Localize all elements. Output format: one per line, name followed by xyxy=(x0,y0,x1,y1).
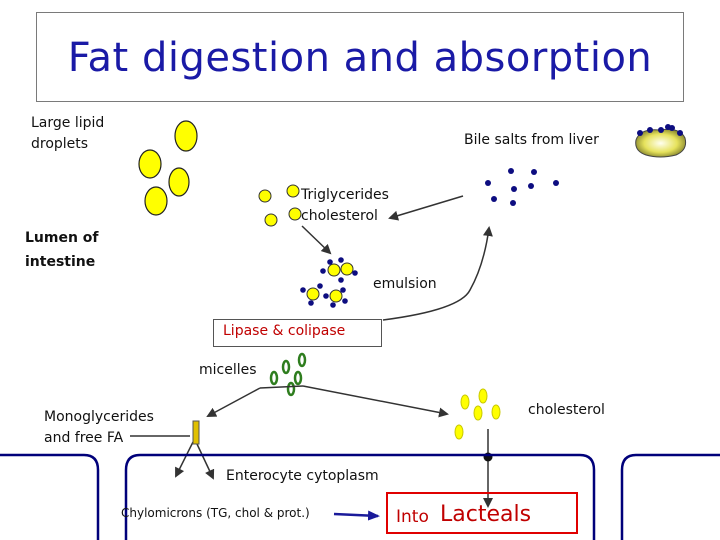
into-label: Into xyxy=(396,507,429,527)
triglycerides-label: Triglycerides cholesterol xyxy=(301,185,389,227)
lumen-label: Lumen of intestine xyxy=(25,226,99,274)
flow-arrows xyxy=(130,195,493,508)
membrane-transporter xyxy=(192,420,200,445)
lipase-box: Lipase & colipase xyxy=(213,319,382,347)
lacteals-label: Lacteals xyxy=(440,502,532,527)
cholesterol-right-label: cholesterol xyxy=(528,402,605,418)
monoglycerides-label: Monoglycerides and free FA xyxy=(44,407,154,449)
enterocyte-label: Enterocyte cytoplasm xyxy=(226,468,379,484)
micelles-label: micelles xyxy=(199,362,257,378)
monoglycerides-label-line1: Monoglycerides xyxy=(44,409,154,425)
emulsion-droplets xyxy=(300,257,358,308)
lacteals-box: Into Lacteals xyxy=(386,492,578,534)
lumen-label-line2: intestine xyxy=(25,254,96,270)
large-lipid-label-line1: Large lipid xyxy=(31,115,105,131)
bile-salts-label: Bile salts from liver xyxy=(464,132,599,148)
intestinal-membrane xyxy=(0,453,720,540)
lumen-label-line1: Lumen of xyxy=(25,230,99,246)
monoglycerides-label-line2: and free FA xyxy=(44,430,124,446)
lipid-droplet xyxy=(174,120,198,152)
bile-salts xyxy=(485,168,559,206)
emulsion-label: emulsion xyxy=(373,276,437,292)
page-title: Fat digestion and absorption xyxy=(67,35,653,81)
micelles xyxy=(269,352,307,397)
chylomicrons-label: Chylomicrons (TG, chol & prot.) xyxy=(121,506,310,520)
lipid-droplet xyxy=(168,167,190,197)
title-box: Fat digestion and absorption xyxy=(36,12,684,102)
triglyceride-droplets xyxy=(258,184,302,227)
triglycerides-label-line1: Triglycerides xyxy=(301,187,389,203)
lipid-droplet xyxy=(144,186,168,216)
lipid-droplet xyxy=(138,149,162,179)
triglycerides-label-line2: cholesterol xyxy=(301,208,378,224)
large-lipid-droplets xyxy=(138,120,198,216)
chylomicron-arrow xyxy=(333,510,380,521)
cholesterol-drops xyxy=(454,388,501,440)
large-lipid-label: Large lipid droplets xyxy=(31,113,104,155)
lipase-label: Lipase & colipase xyxy=(223,323,346,339)
bile-salt-icon xyxy=(635,124,687,158)
large-lipid-label-line2: droplets xyxy=(31,136,89,152)
